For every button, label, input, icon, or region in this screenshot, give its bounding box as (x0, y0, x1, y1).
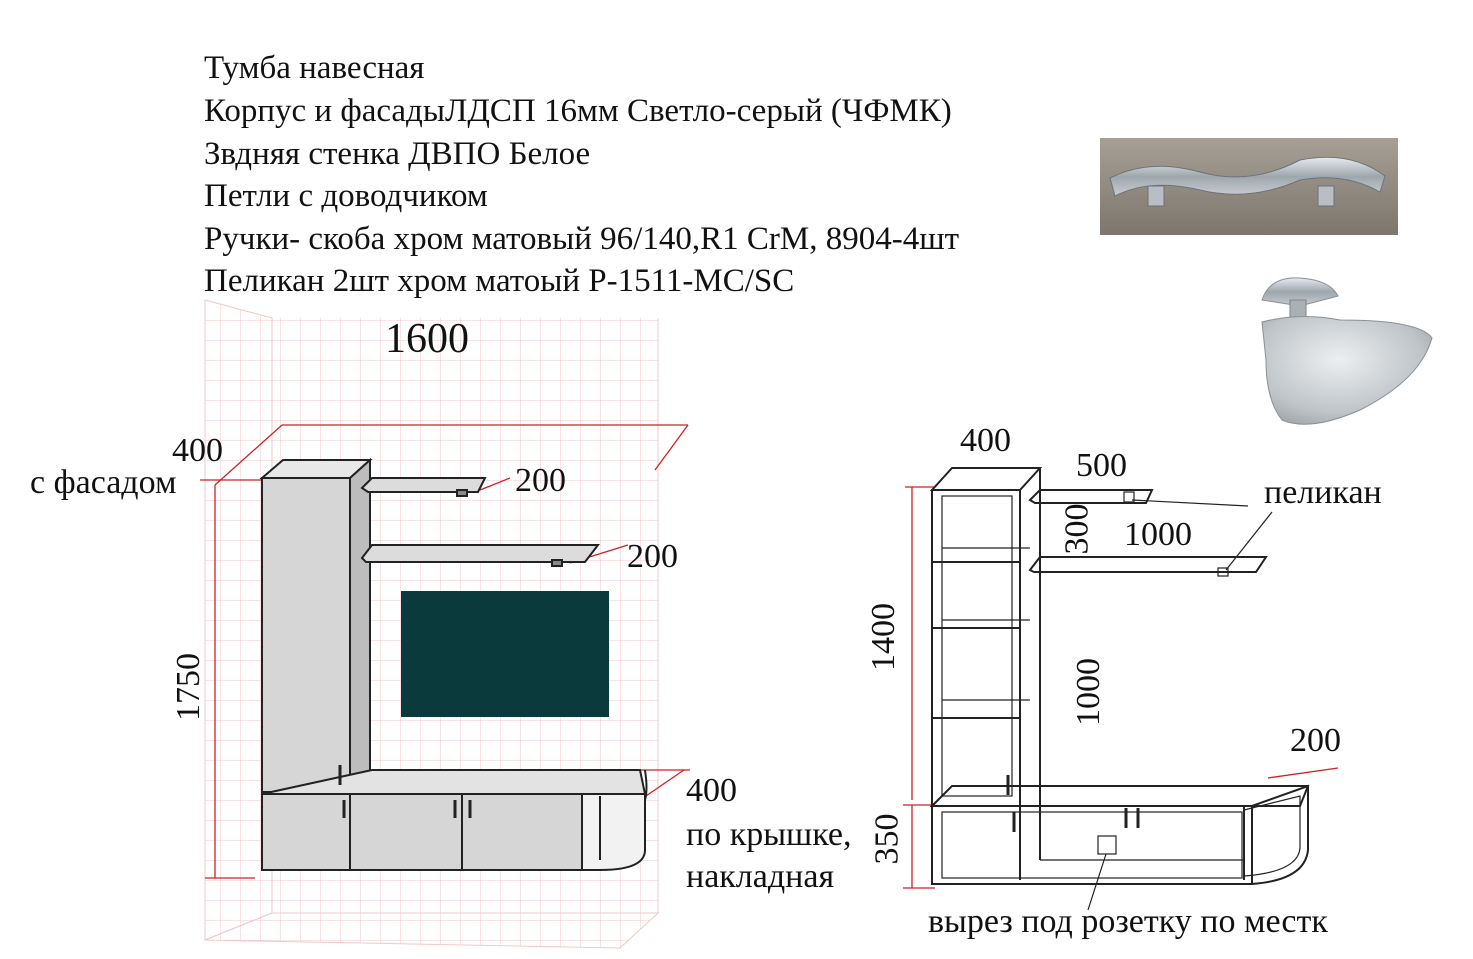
right-pelican-label: пеликан (1264, 474, 1382, 511)
middle-shelf (360, 544, 601, 563)
left-base-note-2: накладная (686, 858, 835, 895)
right-shelf-gap-label: 300 (1058, 503, 1096, 555)
spec-line-6: Пеликан 2шт хром матоый P-1511-MC/SC (204, 263, 795, 299)
spec-line-3: Звдняя стенка ДВПО Белое (204, 136, 591, 172)
left-base-depth-label: 400 (686, 772, 737, 809)
right-base-depth-label: 200 (1290, 722, 1341, 759)
right-tower-height-label: 1400 (865, 603, 902, 671)
left-shelf2-label: 200 (627, 538, 678, 575)
left-shelf1-label: 200 (515, 462, 566, 499)
tv-screen (401, 591, 609, 717)
left-depth-label: 400 (172, 432, 223, 469)
right-cutout-note: вырез под розетку по местк (928, 903, 1328, 940)
chrome-handle-icon (1100, 138, 1398, 235)
right-base-height-label: 350 (868, 813, 906, 865)
base-rounded-end (581, 793, 646, 871)
pelican-bracket-icon (1261, 277, 1433, 425)
base-front (261, 793, 583, 871)
left-height-label: 1750 (170, 653, 207, 721)
spec-line-2: Корпус и фасадыЛДСП 16мм Светло-серый (Ч… (204, 93, 952, 129)
spec-line-5: Ручки- скоба хром матовый 96/140,R1 CrM,… (204, 221, 960, 257)
left-base-note-1: по крышке, (686, 816, 852, 853)
left-depth-note: с фасадом (30, 464, 177, 501)
right-shelf-long-label: 1000 (1124, 516, 1192, 553)
spec-line-1: Тумба навесная (204, 50, 425, 86)
left-cabinet (259, 457, 648, 871)
left-width-label: 1600 (385, 316, 469, 362)
upper-shelf (360, 477, 487, 493)
right-open-height-label: 1000 (1070, 658, 1107, 726)
right-shelf-top-label: 500 (1076, 447, 1127, 484)
tall-column-side (349, 457, 371, 794)
spec-line-4: Петли с доводчиком (204, 178, 488, 214)
right-dimension-lines (903, 486, 1339, 889)
right-tower-width-label: 400 (960, 422, 1011, 459)
tall-column-front (261, 477, 351, 793)
right-wireframe (929, 467, 1310, 911)
